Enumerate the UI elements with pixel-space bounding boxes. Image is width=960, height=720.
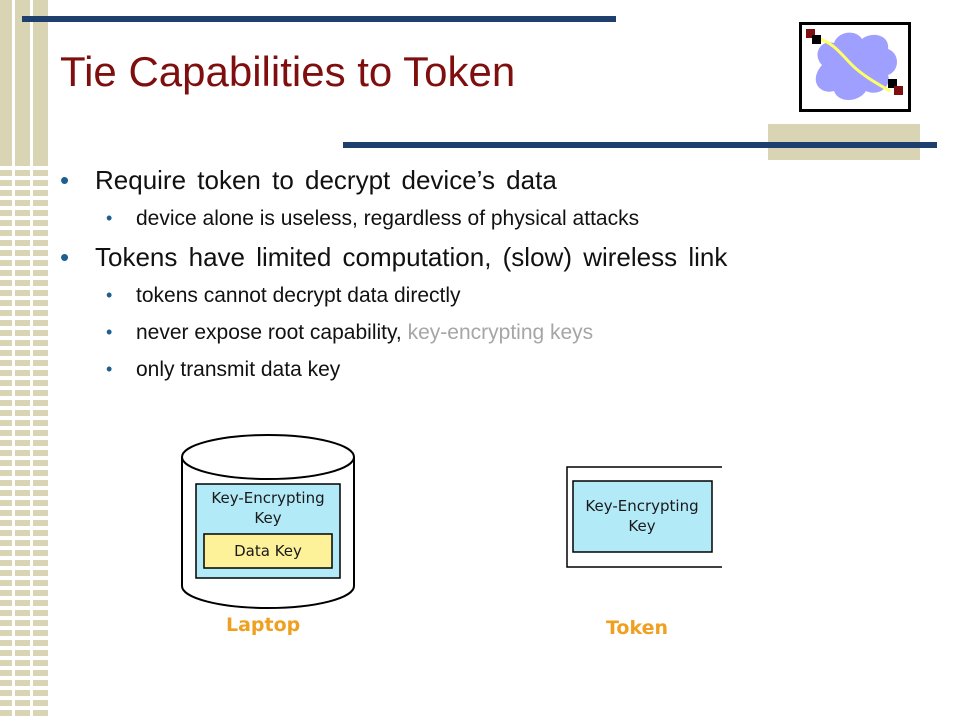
title-rule <box>343 142 937 148</box>
bullet-item: • Require token to decrypt device’s data <box>60 160 940 200</box>
bullet-dot: • <box>60 165 70 195</box>
sub-bullet-item: • device alone is useless, regardless of… <box>60 200 940 237</box>
token-caption: Token <box>606 617 669 639</box>
laptop-key-label-line2: Key <box>254 509 281 527</box>
network-cloud-logo <box>799 22 911 112</box>
bullet-text: Tokens have limited computation, (slow) … <box>95 242 728 272</box>
data-key-label: Data Key <box>234 542 302 560</box>
sub-bullet-muted-text: key-encrypting keys <box>407 321 594 344</box>
bullet-dot: • <box>60 242 70 272</box>
top-rule <box>22 16 616 22</box>
decorative-side-line <box>30 0 33 720</box>
bullet-dot: • <box>106 285 113 305</box>
bullet-item: • Tokens have limited computation, (slow… <box>60 237 940 277</box>
token-key-label-line1: Key-Encrypting <box>585 497 698 515</box>
token-key-label-line2: Key <box>628 517 655 535</box>
laptop-key-label-line1: Key-Encrypting <box>211 489 324 507</box>
sub-bullet-text: tokens cannot decrypt data directly <box>136 284 461 307</box>
sub-bullet-text: never expose root capability, <box>136 321 402 344</box>
sub-bullet-text: only transmit data key <box>136 358 341 381</box>
laptop-caption: Laptop <box>226 614 301 636</box>
decorative-side-block <box>0 0 48 160</box>
data-key-box <box>203 533 333 569</box>
slide-title: Tie Capabilities to Token <box>60 48 516 95</box>
bullet-dot: • <box>106 359 113 379</box>
sub-bullet-item: • tokens cannot decrypt data directly <box>60 277 940 314</box>
bullet-list: • Require token to decrypt device’s data… <box>60 160 940 388</box>
bullet-text: Require token to decrypt device’s data <box>95 165 557 195</box>
bullet-dot: • <box>106 322 113 342</box>
sub-bullet-item: • never expose root capability, key-encr… <box>60 314 940 351</box>
sub-bullet-text: device alone is useless, regardless of p… <box>136 207 640 230</box>
sub-bullet-item: • only transmit data key <box>60 351 940 388</box>
token-key-encrypting-key-box <box>572 480 713 553</box>
bullet-dot: • <box>106 208 113 228</box>
decorative-side-line <box>12 0 15 720</box>
